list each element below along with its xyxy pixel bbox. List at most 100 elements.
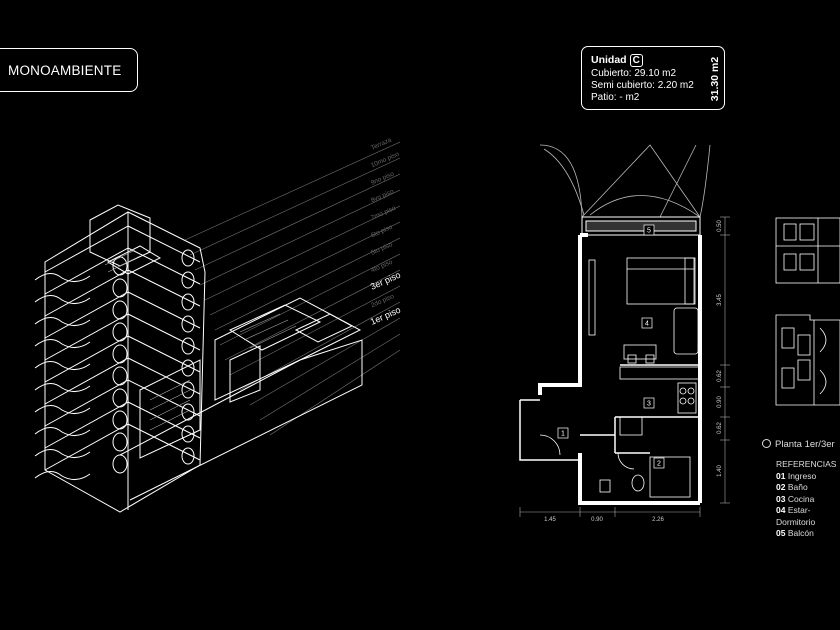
reference-label: Balcón xyxy=(787,528,814,538)
references-title: REFERENCIAS xyxy=(776,459,837,469)
floor-tag: 5to piso xyxy=(370,241,394,257)
dim-side-5: 0.62 xyxy=(717,422,723,434)
room-number-tag: 4 xyxy=(641,317,653,329)
room-number-tag: 1 xyxy=(557,427,569,439)
floor-tag: 8vo piso xyxy=(370,188,395,204)
balcony-slab xyxy=(581,216,701,236)
dimension-lines xyxy=(519,216,730,517)
floor-slab xyxy=(44,379,201,427)
floor-tag: Terraza xyxy=(370,136,393,151)
stove xyxy=(677,382,697,414)
reference-item: 01 Ingreso xyxy=(776,471,840,483)
key-plans xyxy=(775,217,840,406)
floor-slab xyxy=(44,423,201,471)
dimension-labels: 1.45 0.90 2.26 0.50 3.45 0.62 0.90 0.62 … xyxy=(544,220,723,523)
reference-number: 04 xyxy=(776,505,786,515)
floor-tag: 4to piso xyxy=(370,259,394,275)
dim-side-6: 1.40 xyxy=(717,465,723,477)
reference-label: Ingreso xyxy=(787,470,817,481)
unit-type-box: MONOAMBIENTE xyxy=(0,48,138,92)
furniture xyxy=(539,257,701,498)
unit-title-text: Unidad xyxy=(591,54,627,66)
semi-covered-area: Semi cubierto: 2.20 m2 xyxy=(591,80,694,91)
bed xyxy=(626,257,695,305)
reference-item: 03 Cocina xyxy=(776,494,840,506)
floor-tag: 9no piso xyxy=(370,170,396,187)
facade-opening xyxy=(112,454,128,474)
dim-bottom-3: 2.26 xyxy=(652,517,664,523)
dim-bottom-2: 0.90 xyxy=(591,517,603,523)
balcony-canopy xyxy=(539,144,711,218)
facade-opening xyxy=(181,271,195,289)
key-plan-lower xyxy=(775,314,840,406)
unit-type-label: MONOAMBIENTE xyxy=(8,63,122,78)
balcony-railing xyxy=(585,220,697,232)
balcony-curve xyxy=(34,339,91,348)
reference-item: 04 Estar-Dormitorio xyxy=(776,505,840,528)
balcony-curve xyxy=(34,405,91,414)
room-number-tag: 5 xyxy=(643,224,655,236)
balcony-curve xyxy=(34,383,91,392)
reference-item: 02 Baño xyxy=(776,482,840,494)
svg-text:5: 5 xyxy=(647,228,651,235)
floor-slab xyxy=(44,225,201,273)
floor-leader-lines xyxy=(184,141,401,436)
table xyxy=(623,344,657,360)
reference-number: 02 xyxy=(776,482,786,492)
facade-opening xyxy=(112,278,128,298)
dim-bottom-1: 1.45 xyxy=(544,517,556,523)
room-number-tag: 3 xyxy=(643,397,655,409)
reference-label: Estar-Dormitorio xyxy=(776,505,816,527)
room-number-tag: 2 xyxy=(653,457,665,469)
dim-side-1: 0.50 xyxy=(717,220,723,232)
facade-opening xyxy=(112,432,128,452)
building-drawing xyxy=(34,141,401,513)
balcony-curve xyxy=(34,361,91,370)
floor-slab xyxy=(44,313,201,361)
covered-area: Cubierto: 29.10 m2 xyxy=(591,68,677,79)
balcony-curve xyxy=(34,471,91,480)
balcony-curve xyxy=(34,317,91,326)
reference-label: Baño xyxy=(787,482,808,492)
facade-opening xyxy=(181,381,195,399)
facade-opening xyxy=(181,315,195,333)
svg-text:1: 1 xyxy=(561,431,565,438)
balcony-curve xyxy=(34,449,91,458)
stair-detail xyxy=(104,249,297,431)
key-plan-upper xyxy=(775,217,840,284)
room-tags: 1 2 3 4 5 xyxy=(557,224,665,469)
facade-opening xyxy=(181,403,195,421)
floor-slab xyxy=(44,269,201,317)
reference-number: 01 xyxy=(776,470,786,481)
low-wing xyxy=(119,297,363,501)
balcony-curve xyxy=(34,273,91,282)
floor-slab xyxy=(44,357,201,405)
reference-item: 05 Balcón xyxy=(776,528,840,540)
counter xyxy=(619,366,701,380)
balcony-curve xyxy=(34,427,91,436)
patio-area: Patio: - m2 xyxy=(591,92,640,103)
facade-opening xyxy=(181,359,195,377)
dim-side-3: 0.62 xyxy=(717,370,723,382)
facade-opening xyxy=(181,249,195,267)
sofa xyxy=(673,307,699,355)
references-list: REFERENCIAS 01 Ingreso 02 Baño 03 Cocina… xyxy=(776,459,840,540)
tower xyxy=(44,204,206,513)
floor-tag: 6to piso xyxy=(370,224,394,240)
tower-floors xyxy=(34,225,201,480)
facade-opening xyxy=(181,293,195,311)
facade-opening xyxy=(112,366,128,386)
floor-slab xyxy=(44,335,201,383)
north-compass-icon xyxy=(762,439,771,448)
reference-number: 03 xyxy=(776,493,786,504)
facade-opening xyxy=(181,447,195,465)
reference-label: Cocina xyxy=(787,493,815,504)
svg-text:4: 4 xyxy=(645,321,649,328)
floor-slab xyxy=(44,291,201,339)
facade-opening xyxy=(112,344,128,364)
svg-text:2: 2 xyxy=(657,461,661,468)
facade-opening xyxy=(181,425,195,443)
